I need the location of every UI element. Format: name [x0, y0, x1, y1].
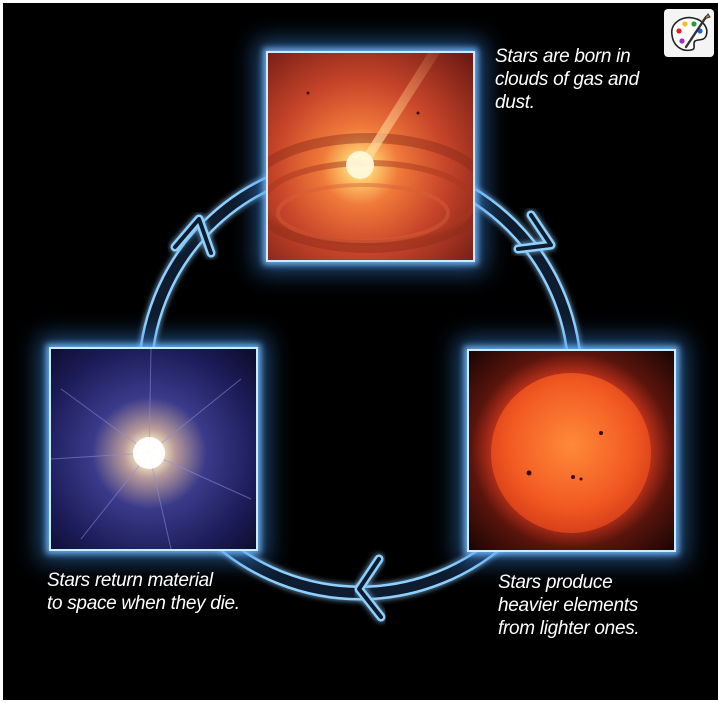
paint-palette-icon	[671, 13, 711, 52]
caption-star-birth: Stars are born in clouds of gas and dust…	[495, 46, 639, 113]
caption-star-death: Stars return material to space when they…	[47, 570, 240, 614]
red-star-image	[467, 349, 676, 552]
star-birth-image	[266, 51, 475, 262]
caption-element-production: Stars produce heavier elements from ligh…	[498, 572, 640, 639]
arrowhead-icon	[170, 214, 216, 258]
arrowhead-icon	[513, 210, 556, 254]
paint-palette-button[interactable]	[664, 9, 714, 57]
supernova-image	[49, 347, 258, 551]
arrowhead-icon	[354, 554, 386, 622]
